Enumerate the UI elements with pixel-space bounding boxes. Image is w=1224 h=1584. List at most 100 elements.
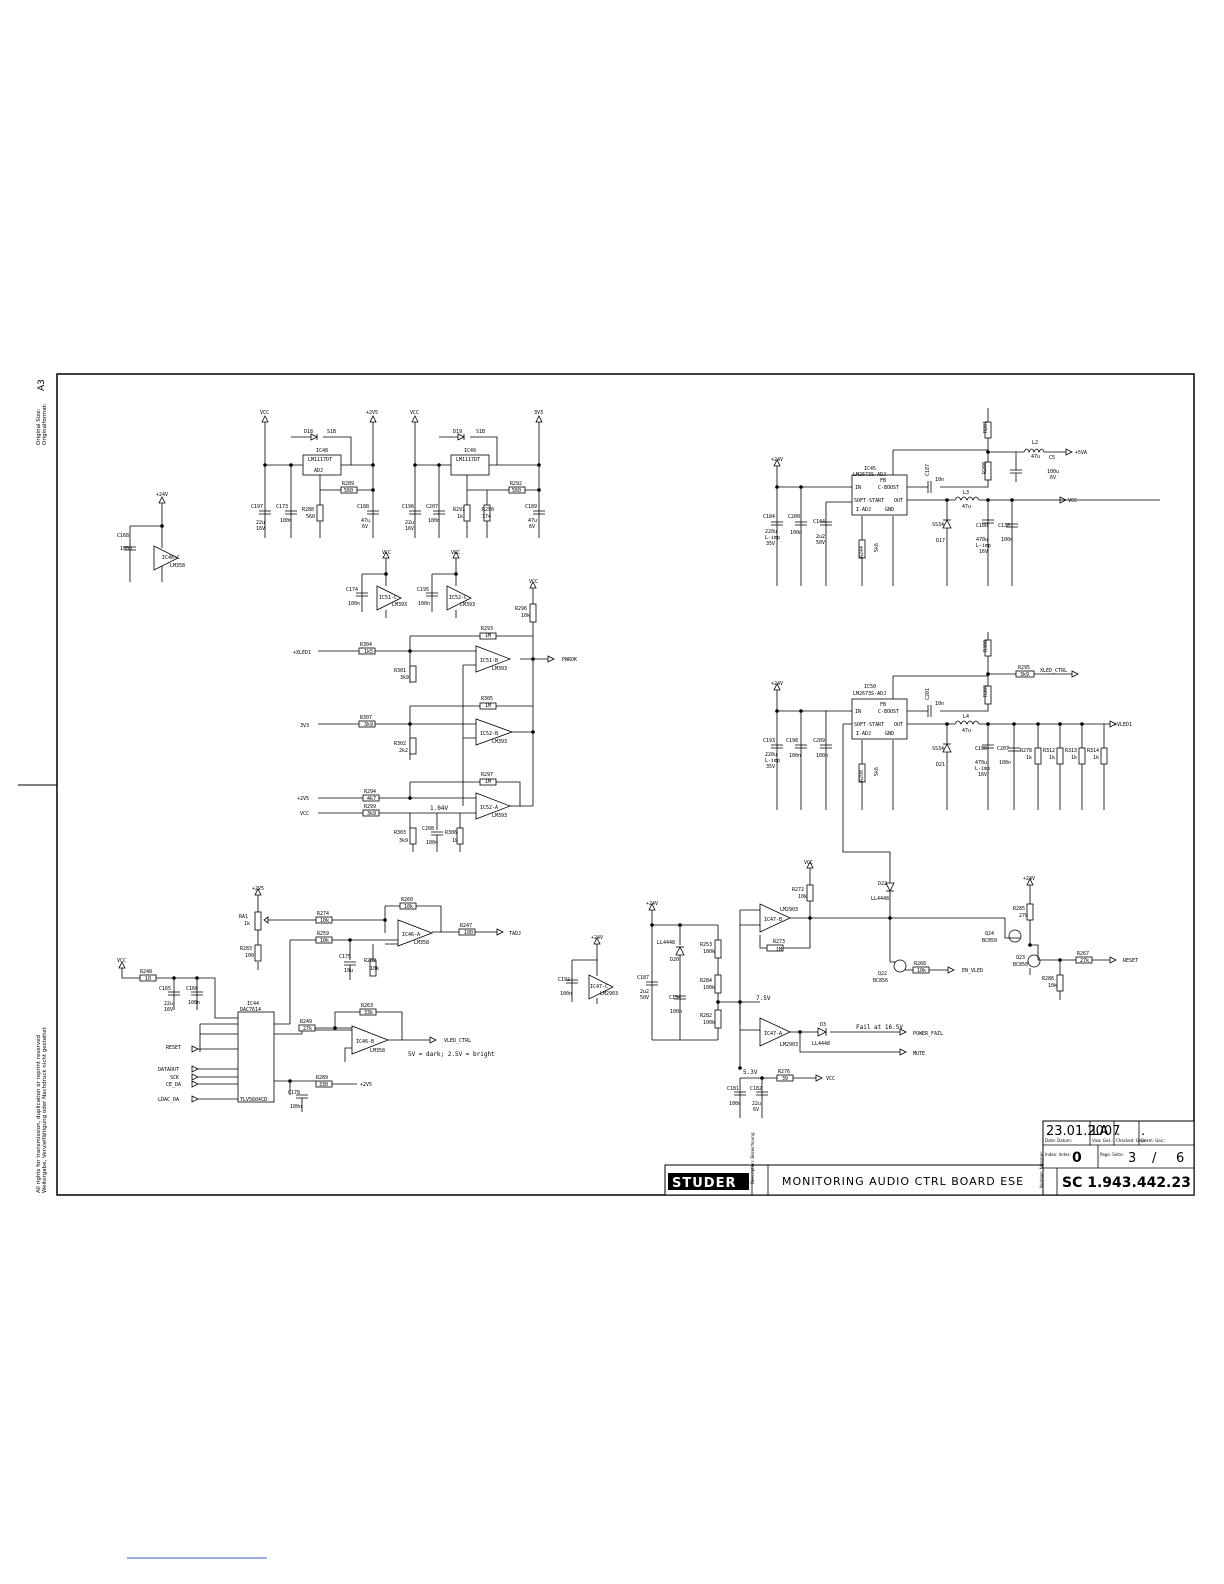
c165-voltage: 16V <box>164 1007 173 1013</box>
r302-label: R302 <box>394 741 406 747</box>
c194-label: C194 <box>669 995 681 1001</box>
l4-label: L4 <box>963 714 969 720</box>
ss34-2: SS34 <box>932 746 944 752</box>
r297-value: 1M <box>485 779 491 785</box>
r301-label: R301 <box>394 668 406 674</box>
c200-label: C200 <box>788 514 800 520</box>
c190-voltage: 16V <box>978 772 987 778</box>
r289b-label: R289 <box>316 1075 328 1081</box>
c193-voltage: 35V <box>766 764 775 770</box>
ic44-label: IC44 <box>247 1001 259 1007</box>
index-value: 0 <box>1072 1150 1082 1166</box>
net-xled-ctrl: XLED_CTRL <box>1040 668 1067 674</box>
net-bright-note: 5V = dark; 2.5V = bright <box>408 1051 495 1058</box>
checked-label: Checked: Gepr.: <box>1116 1138 1148 1143</box>
ic50-out: OUT <box>894 722 903 728</box>
ic46c-value: LM358 <box>170 563 185 569</box>
date-label: Date: Datum: <box>1045 1138 1072 1143</box>
r263-value: 33k <box>364 1010 373 1016</box>
ic50-fb: FB <box>880 702 886 708</box>
ic52b-label: IC52-B <box>480 731 498 737</box>
ic51c-value: LM393 <box>392 602 407 608</box>
r249-label: R249 <box>300 1019 312 1025</box>
d20-label: D20 <box>670 957 679 963</box>
r291-label: R291 <box>453 507 465 513</box>
ic50-cboost: C-BOOST <box>878 709 899 715</box>
ic48-adj: ADJ <box>314 468 323 474</box>
r314-label: R314 <box>1087 748 1099 754</box>
r284-label: R284 <box>700 978 712 984</box>
page-label: Page: Seite: <box>1100 1152 1124 1157</box>
tadj-block: +2V5 RA1 1k R283 100 R274 10k R259 10k R… <box>239 886 521 1024</box>
net-tadj: TADJ <box>509 931 521 937</box>
r260-value: 10k <box>404 904 413 910</box>
c196-label: C196 <box>402 504 414 510</box>
ic47b-value: LM2903 <box>780 907 798 913</box>
c173-value: 100n <box>280 518 292 524</box>
d18-value: S1B <box>327 429 336 435</box>
ic46c-supply: +24V C168 100n IC46-C LM358 <box>117 492 185 582</box>
net-ldac-da: LDAC_DA <box>158 1097 179 1103</box>
c187-label: C187 <box>925 464 931 476</box>
net-24v-1: +24V <box>156 492 168 498</box>
ic45-iadj: I-ADJ <box>856 507 871 513</box>
c180-voltage: 16V <box>979 549 988 555</box>
r252-label: R252 <box>364 958 376 964</box>
r292-value: 560 <box>512 488 521 494</box>
net-24v-3: +24V <box>771 681 783 687</box>
q24-label: Q24 <box>985 931 994 937</box>
r276-label: R276 <box>778 1069 790 1075</box>
r281-label: R281 <box>983 421 989 433</box>
c138-value: 100n <box>1001 537 1013 543</box>
d22-label: D22 <box>878 881 887 887</box>
c174-value: 100n <box>348 601 360 607</box>
q23-label: Q23 <box>1016 955 1025 961</box>
junction-dots <box>160 450 1084 1083</box>
c192-label: C192 <box>558 977 570 983</box>
rights-text-de: Weitergabe, Vervielfältigung oder Nachdr… <box>42 1026 48 1193</box>
c197-voltage: 16V <box>256 526 265 532</box>
net-vcc-10: VCC <box>826 1076 835 1082</box>
d18-label: D18 <box>304 429 313 435</box>
description-label: Description: Bezeichnung: <box>750 1131 755 1184</box>
ic52a-value: LM393 <box>492 813 507 819</box>
r296-value: 10k <box>521 613 530 619</box>
r244-label: R244 <box>859 546 865 558</box>
c182-value: 22u <box>752 1101 761 1107</box>
r309-label: R309 <box>983 685 989 697</box>
net-2v5-3: +2V5 <box>252 886 264 892</box>
original-size-label-de: Originalformat: <box>42 403 48 445</box>
net-vcc-5: VCC <box>529 579 538 585</box>
ic45-gnd: GND <box>885 507 894 513</box>
net-pwrok: PWROK <box>562 657 577 663</box>
l3-value: 47u <box>962 504 971 510</box>
c174-label: C174 <box>346 587 358 593</box>
r276-value: 39 <box>782 1076 788 1082</box>
c184-voltage: 35V <box>766 541 775 547</box>
ic45-cboost: C-BOOST <box>878 485 899 491</box>
c168-label: C168 <box>117 533 129 539</box>
c173-label: C173 <box>276 504 288 510</box>
c190-value: 470u <box>975 760 987 766</box>
d17-label: D17 <box>936 538 945 544</box>
ic47c-supply: +24V C192 100n IC47-C LM2903 <box>558 935 618 1004</box>
c208-value: 100n <box>426 840 438 846</box>
c207a-value: 100n <box>428 518 440 524</box>
r298-value: 5k6 <box>874 767 880 776</box>
ic52a-label: IC52-A <box>480 805 498 811</box>
ic52b-value: LM393 <box>492 739 507 745</box>
c195-value: 100n <box>418 601 430 607</box>
ic50-buck-block: +24V IC50 LM2673S-ADJ FB C-BOOST IN SOFT… <box>763 632 1132 883</box>
ic47b-label: IC47-B <box>764 917 782 923</box>
c189-label: C189 <box>525 504 537 510</box>
c207a-label: C207 <box>426 504 438 510</box>
r300-label: R300 <box>983 640 989 652</box>
net-xled1: +XLED1 <box>293 650 311 656</box>
c178-label: C178 <box>288 1090 300 1096</box>
c168-value: 100n <box>120 546 132 552</box>
net-vcc-9: VCC <box>804 860 813 866</box>
index-label: Index: Index: <box>1045 1152 1071 1157</box>
l2-label: L2 <box>1032 440 1038 446</box>
r290-label: R290 <box>482 507 494 513</box>
q22-label: Q22 <box>878 971 887 977</box>
